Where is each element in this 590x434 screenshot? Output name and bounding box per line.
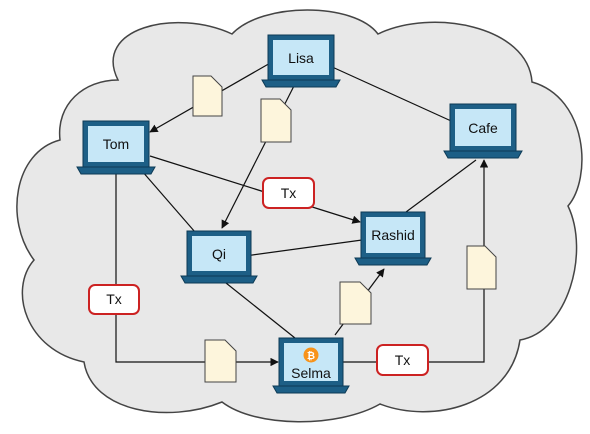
svg-text:₿: ₿ [307,350,315,362]
laptop-rashid[interactable]: Rashid [354,211,432,266]
laptop-label: Cafe [468,120,498,136]
tx-tom-selma: Tx [88,284,140,315]
laptop-label: Lisa [288,50,314,66]
cloud-background [16,9,583,423]
laptop-label: Selma [291,365,331,381]
document-icon [339,281,372,325]
tx-label: Tx [281,185,297,201]
arrow-tom-rashid [149,155,361,224]
bitcoin-icon: ₿ [303,347,319,363]
laptop-qi[interactable]: Qi [180,230,258,284]
laptop-label: Rashid [371,227,415,243]
document-icon [192,75,223,117]
edge-lisa-cafe [329,65,461,126]
laptop-lisa[interactable]: Lisa [261,34,341,88]
edge-rashid-cafe [405,159,477,213]
edge-qi-selma [225,282,301,343]
laptop-selma[interactable]: ₿ Selma [272,337,350,394]
document-icon [466,245,497,290]
document-icon [260,98,292,143]
tx-label: Tx [106,291,122,307]
laptop-label: Qi [212,246,226,262]
laptop-tom[interactable]: Tom [76,120,156,175]
document-icon [204,339,237,383]
edge-qi-rashid [244,239,363,257]
tx-label: Tx [395,352,411,368]
tx-tom-rashid: Tx [262,177,315,209]
arrow-lisa-qi [221,77,299,229]
documents [192,75,497,383]
laptop-cafe[interactable]: Cafe [443,103,523,159]
laptop-label: Tom [103,136,129,152]
tx-selma-cafe: Tx [376,344,429,376]
